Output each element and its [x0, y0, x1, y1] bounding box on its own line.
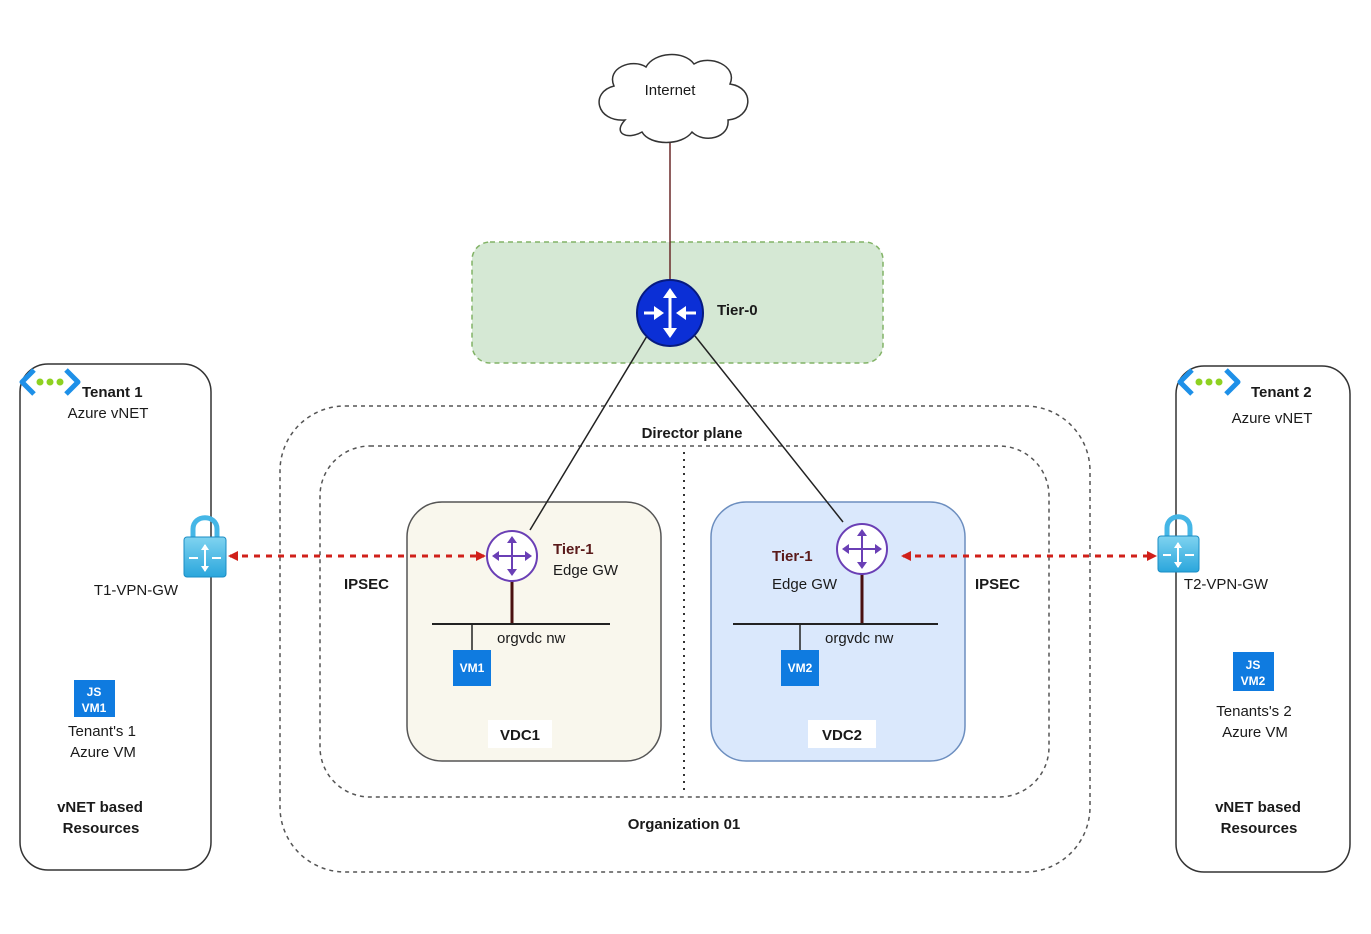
tenant2-resources-2: Resources: [1221, 820, 1298, 837]
tenant2-title: Tenant 2: [1251, 384, 1312, 401]
tenant2-vpn-gateway-lock-icon: [1157, 514, 1200, 573]
tenant1-box: [19, 363, 212, 871]
vdc2-tier1-router-icon: [836, 523, 888, 575]
tenant1-vpn-gw-label: T1-VPN-GW: [94, 582, 179, 599]
tenant1-vm-badge-top: JS: [87, 685, 102, 699]
tenant1-vm-badge-bottom: VM1: [82, 701, 107, 715]
tenant1-vm-caption-2: Azure VM: [70, 744, 136, 761]
tenant2-vm-caption-2: Azure VM: [1222, 724, 1288, 741]
tenant1-title: Tenant 1: [82, 384, 143, 401]
vdc2-vm-icon: [781, 650, 819, 686]
tenant2-vm-caption-1: Tenants's 2: [1216, 703, 1291, 720]
tenant2-vnet-icon: [1177, 368, 1241, 396]
tenant2-box: [1175, 365, 1351, 873]
tenant1-subtitle: Azure vNET: [68, 405, 149, 422]
vdc2-network-label: orgvdc nw: [825, 630, 894, 647]
tenant1-resources-1: vNET based: [57, 799, 143, 816]
tier0-label: Tier-0: [717, 302, 758, 319]
tier0-router-icon: [636, 279, 704, 347]
organization-boundary: [279, 405, 1091, 873]
director-plane-boundary: [319, 445, 1050, 798]
vdc2-router-label: Tier-1: [772, 548, 813, 565]
internet-label: Internet: [645, 82, 697, 99]
tenant2-vm-badge-bottom: VM2: [1241, 674, 1266, 688]
tenant2-vpn-gw-label: T2-VPN-GW: [1184, 576, 1269, 593]
tier0-to-vdc2-link: [694, 335, 844, 523]
vdc2-name-badge: [808, 720, 876, 748]
tier0-to-vdc1-link: [529, 335, 648, 531]
tenant2-vm-badge-top: JS: [1246, 658, 1261, 672]
vdc1-router-label: Tier-1: [553, 541, 594, 558]
vdc2-name: VDC2: [822, 727, 862, 744]
vdc2-vm-label: VM2: [788, 661, 813, 675]
ipsec-right-label: IPSEC: [975, 576, 1020, 593]
vdc1-box: [406, 501, 662, 762]
tenant2-vm-icon: [1233, 652, 1274, 691]
vdc1-tier1-router-icon: [486, 530, 538, 582]
internet-cloud-icon: [598, 53, 749, 144]
tenant1-vpn-gateway-lock-icon: [183, 515, 227, 578]
vdc2-box: [710, 501, 966, 762]
director-plane-label: Director plane: [642, 425, 743, 442]
vdc1-network-label: orgvdc nw: [497, 630, 566, 647]
vdc2-router-sublabel: Edge GW: [772, 576, 838, 593]
organization-label: Organization 01: [628, 816, 741, 833]
tenant1-vm-caption-1: Tenant's 1: [68, 723, 136, 740]
tenant2-resources-1: vNET based: [1215, 799, 1301, 816]
tenant1-resources-2: Resources: [63, 820, 140, 837]
tenant1-vnet-icon: [19, 368, 81, 396]
vdc1-vm-label: VM1: [460, 661, 485, 675]
tenant1-vm-icon: [74, 680, 115, 717]
vdc1-name-badge: [488, 720, 552, 748]
tenant2-subtitle: Azure vNET: [1232, 410, 1313, 427]
ipsec-left-label: IPSEC: [344, 576, 389, 593]
vdc1-name: VDC1: [500, 727, 540, 744]
vdc1-router-sublabel: Edge GW: [553, 562, 619, 579]
vdc1-vm-icon: [453, 650, 491, 686]
